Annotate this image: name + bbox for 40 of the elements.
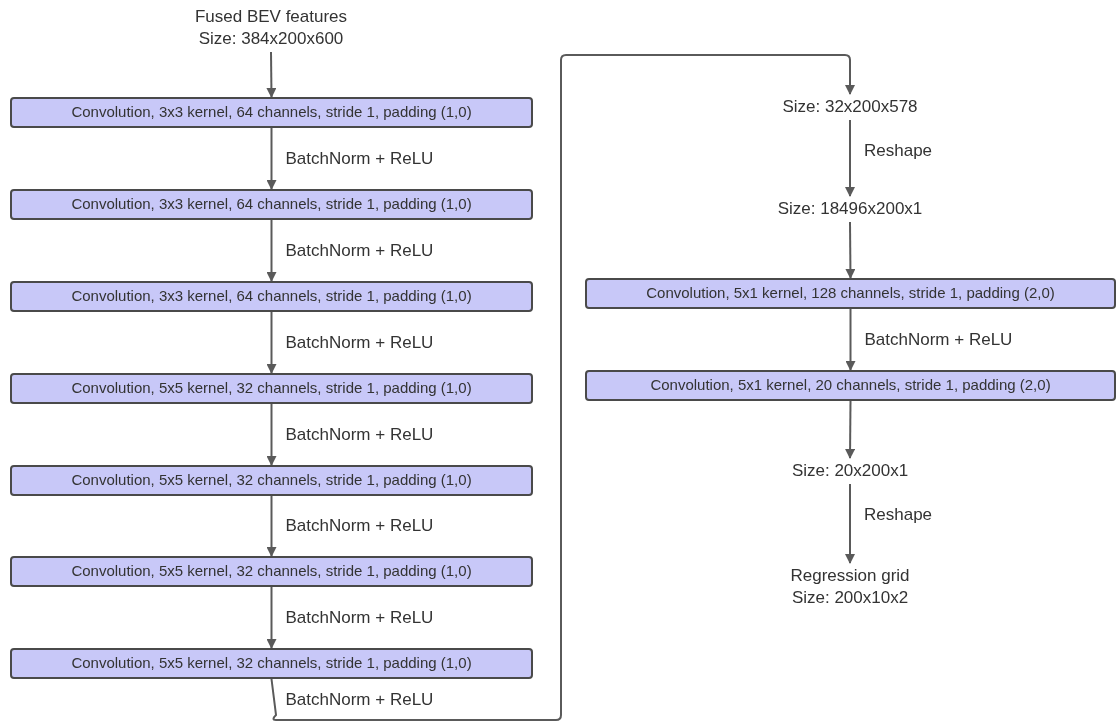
box-text: Convolution, 5x5 kernel, 32 channels, stride 1, padding (1,0) — [71, 470, 472, 491]
box-text: Convolution, 3x3 kernel, 64 channels, stride 1, padding (1,0) — [71, 286, 472, 307]
process-box — [10, 189, 533, 220]
box-text: Convolution, 5x5 kernel, 32 channels, stride 1, padding (1,0) — [71, 378, 472, 399]
arrow — [845, 400, 856, 459]
text-line: Fused BEV features — [194, 6, 348, 28]
text-line: Size: 20x200x1 — [791, 460, 909, 482]
text-line: Size: 200x10x2 — [791, 587, 909, 609]
arrow — [266, 51, 277, 98]
arrow — [270, 54, 855, 721]
process-box — [10, 648, 533, 679]
arrow — [266, 311, 277, 374]
process-box — [10, 465, 533, 496]
edge-label: Reshape — [864, 505, 933, 525]
box-text: Convolution, 3x3 kernel, 64 channels, stride 1, padding (1,0) — [71, 194, 472, 215]
arrow — [266, 127, 277, 190]
arrow — [845, 483, 855, 564]
arrow — [266, 219, 277, 282]
box-text: Convolution, 5x1 kernel, 128 channels, stride 1, padding (2,0) — [646, 283, 1055, 304]
text-line: Regression grid — [790, 565, 910, 587]
process-box — [10, 556, 533, 587]
box-text: Convolution, 5x1 kernel, 20 channels, stride 1, padding (2,0) — [650, 375, 1051, 396]
text-line: Size: 384x200x600 — [198, 28, 344, 50]
arrow — [845, 308, 856, 371]
box-text: Convolution, 3x3 kernel, 64 channels, stride 1, padding (1,0) — [71, 102, 472, 123]
process-box — [10, 373, 533, 404]
edge-label: Reshape — [864, 141, 933, 161]
process-box — [10, 97, 533, 128]
arrow — [845, 221, 856, 279]
arrow — [266, 403, 277, 466]
process-box — [10, 281, 533, 312]
arrow — [266, 586, 277, 649]
arrow — [266, 495, 277, 557]
text-line: Size: 18496x200x1 — [777, 198, 923, 220]
box-text: Convolution, 5x5 kernel, 32 channels, stride 1, padding (1,0) — [71, 653, 472, 674]
box-text: Convolution, 5x5 kernel, 32 channels, stride 1, padding (1,0) — [71, 561, 472, 582]
process-box — [585, 370, 1116, 401]
process-box — [585, 278, 1116, 309]
text-line: Size: 32x200x578 — [782, 96, 918, 118]
arrow — [845, 119, 855, 197]
